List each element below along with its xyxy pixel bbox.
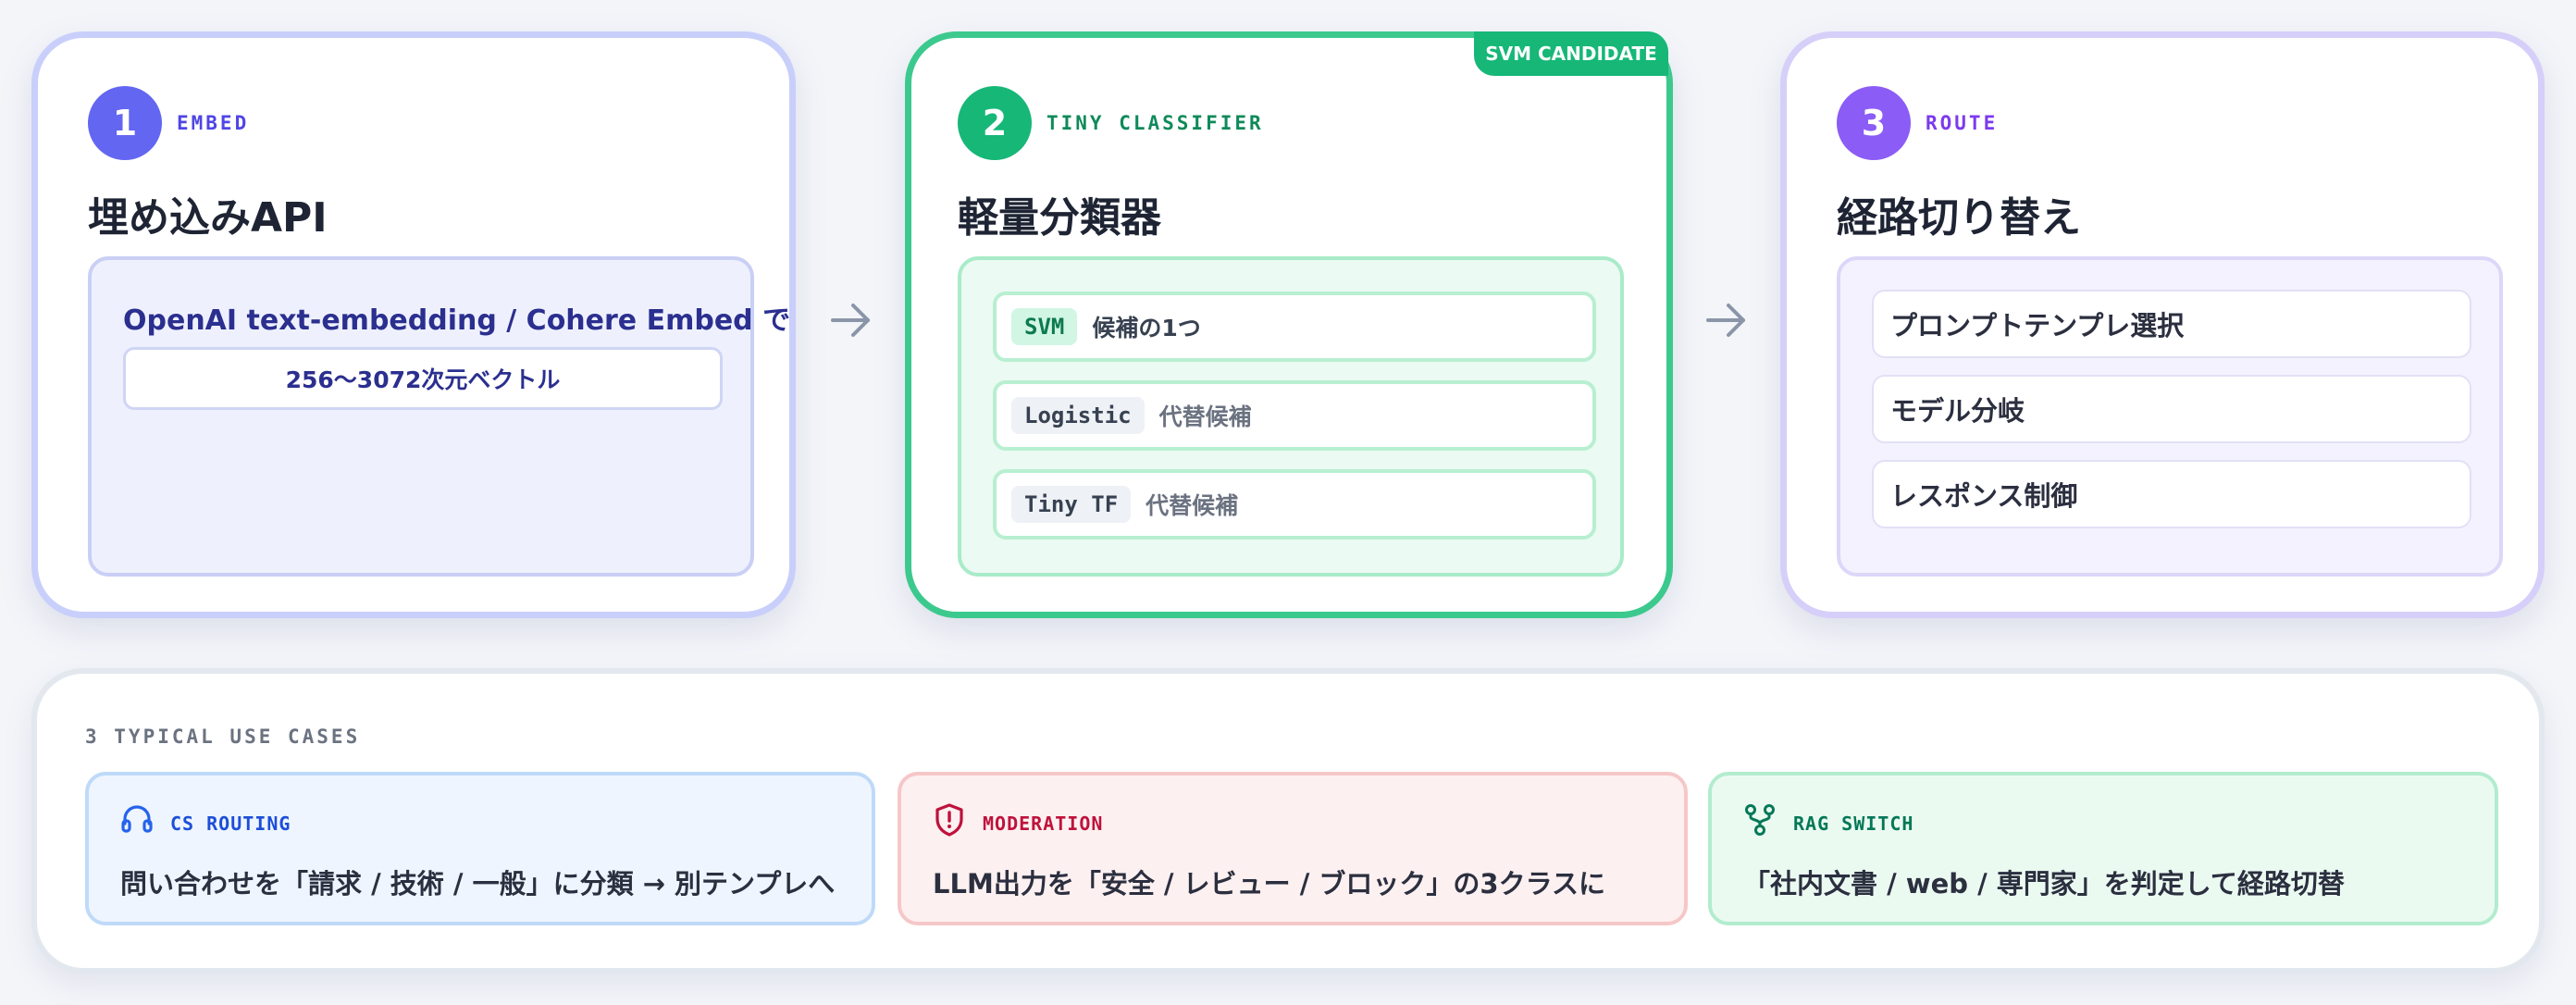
branch-icon (1745, 804, 1775, 836)
use-case-text: LLM出力を「安全 / レビュー / ブロック」の3クラスに (933, 868, 1605, 900)
step-card-embed: 1 EMBED 埋め込みAPI OpenAI text-embedding / … (31, 31, 796, 618)
step-number: 3 (1837, 86, 1911, 160)
vector-dimension-pill: 256〜3072次元ベクトル (123, 347, 723, 410)
step-title: 埋め込みAPI (88, 194, 328, 242)
use-case-rag-switch: RAG SWITCH 「社内文書 / web / 専門家」を判定して経路切替 (1708, 772, 2498, 925)
classifier-row: Logistic 代替候補 (993, 380, 1596, 451)
use-case-cs-routing: CS ROUTING 問い合わせを「請求 / 技術 / 一般」に分類 → 別テン… (85, 772, 875, 925)
classifier-row: Tiny TF 代替候補 (993, 469, 1596, 540)
use-case-moderation: MODERATION LLM出力を「安全 / レビュー / ブロック」の3クラス… (898, 772, 1688, 925)
route-item: モデル分岐 (1872, 375, 2471, 443)
route-list: プロンプトテンプレ選択 モデル分岐 レスポンス制御 (1837, 256, 2503, 577)
arrow-right-icon (1706, 304, 1745, 337)
step-number: 1 (88, 86, 162, 160)
classifier-code: Tiny TF (1011, 486, 1132, 523)
step-title: 軽量分類器 (958, 194, 1161, 242)
use-case-tag: RAG SWITCH (1793, 813, 1914, 835)
step-card-classifier: SVM CANDIDATE 2 TINY CLASSIFIER 軽量分類器 SV… (905, 31, 1673, 618)
step-card-route: 3 ROUTE 経路切り替え プロンプトテンプレ選択 モデル分岐 レスポンス制御 (1780, 31, 2545, 618)
use-case-text: 「社内文書 / web / 専門家」を判定して経路切替 (1743, 868, 2345, 900)
use-case-text: 問い合わせを「請求 / 技術 / 一般」に分類 → 別テンプレへ (120, 868, 836, 900)
use-case-tag: MODERATION (983, 813, 1104, 835)
use-cases-label: 3 TYPICAL USE CASES (85, 726, 361, 748)
use-cases-panel: 3 TYPICAL USE CASES CS ROUTING 問い合わせを「請求… (31, 668, 2545, 974)
step-title: 経路切り替え (1837, 194, 2081, 242)
classifier-desc: 代替候補 (1158, 403, 1252, 430)
step-tag: TINY CLASSIFIER (1046, 112, 1264, 134)
classifier-row: SVM 候補の1つ (993, 292, 1596, 362)
classifier-list: SVM 候補の1つ Logistic 代替候補 Tiny TF 代替候補 (958, 256, 1624, 577)
step-description: OpenAI text-embedding / Cohere Embed で (123, 304, 791, 337)
classifier-desc: 代替候補 (1146, 492, 1239, 519)
classifier-code: Logistic (1011, 397, 1145, 434)
use-case-tag: CS ROUTING (170, 813, 291, 835)
route-item: プロンプトテンプレ選択 (1872, 290, 2471, 358)
step-number: 2 (958, 86, 1032, 160)
headset-icon (121, 805, 153, 833)
arrow-right-icon (831, 304, 870, 337)
shield-alert-icon (935, 803, 963, 837)
classifier-code: SVM (1011, 308, 1078, 345)
svm-candidate-badge: SVM CANDIDATE (1474, 31, 1668, 76)
classifier-desc: 候補の1つ (1092, 315, 1201, 341)
route-item: レスポンス制御 (1872, 460, 2471, 528)
step-tag: ROUTE (1926, 112, 1999, 134)
step-tag: EMBED (177, 112, 250, 134)
step-detail-box: OpenAI text-embedding / Cohere Embed で 2… (88, 256, 790, 577)
